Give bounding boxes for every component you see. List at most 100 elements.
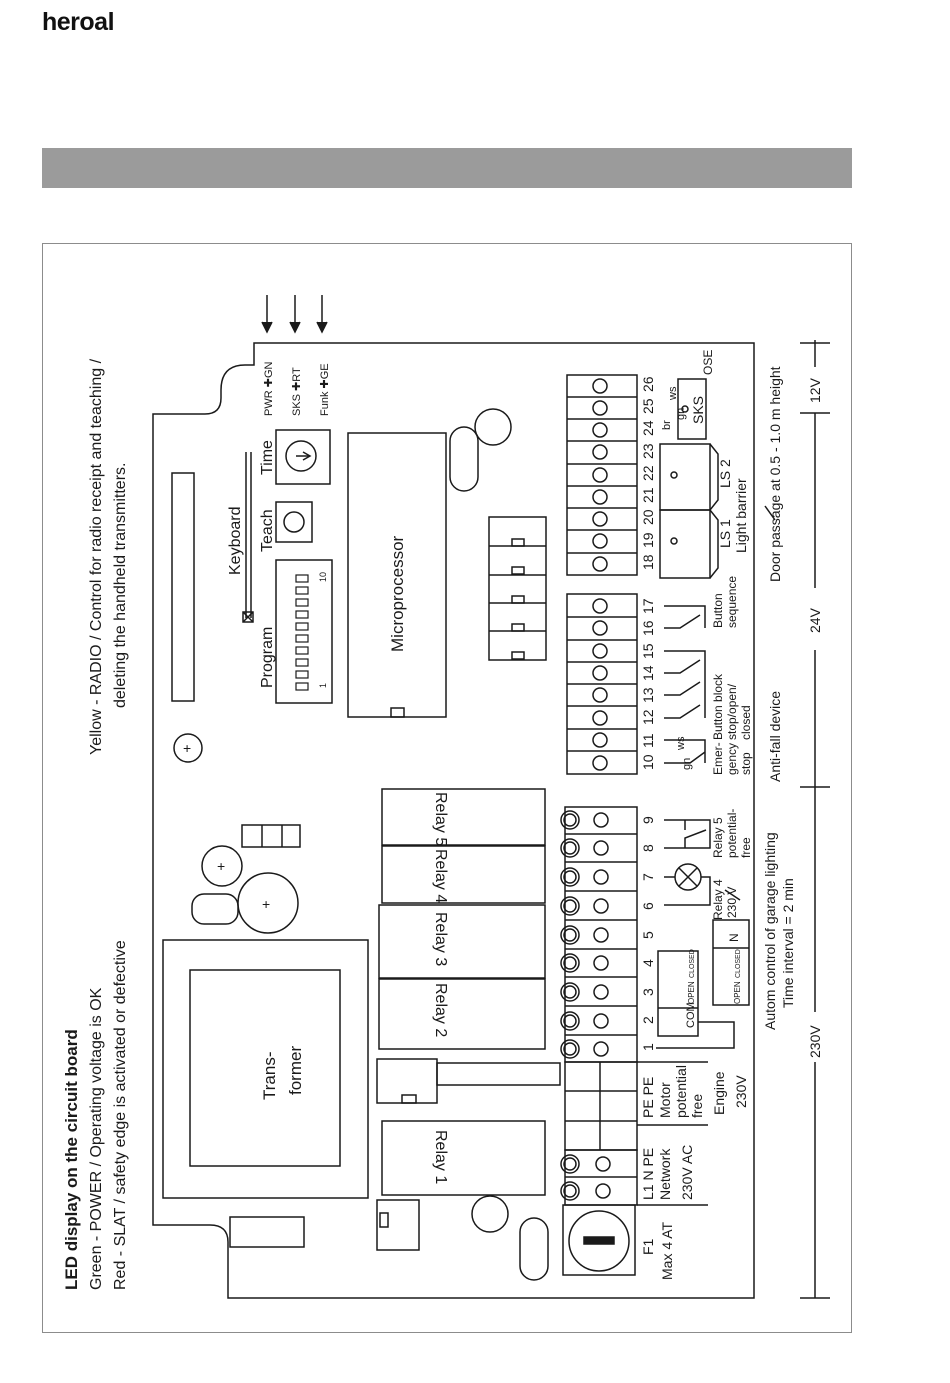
gn-label-2: gn <box>675 408 687 420</box>
dip-label-1: 1 <box>318 683 328 688</box>
relay-4-label: Relay 4 <box>432 849 449 903</box>
svg-text:23: 23 <box>640 443 656 459</box>
svg-text:14: 14 <box>640 665 656 681</box>
dip-label-10: 10 <box>318 572 328 582</box>
microprocessor-label: Microprocessor <box>388 535 407 652</box>
voltage-12v: 12V <box>807 377 823 403</box>
function-labels: Relay 4 230 V Relay 5 potential- free Em… <box>661 350 823 1058</box>
ws-label-2: ws <box>667 386 679 401</box>
board-labels: Keyboard Program Teach Time 1 10 Micropr… <box>227 361 407 1100</box>
sequence-label-1: Button <box>711 593 725 628</box>
led-funk-label: Funk ✚GE <box>319 363 331 416</box>
svg-text:11: 11 <box>640 733 656 748</box>
gn-label-1: gn <box>681 758 693 770</box>
led-legend: LED display on the circuit board Green -… <box>62 358 129 1290</box>
relay-1-box <box>381 1120 546 1196</box>
svg-text:2: 2 <box>640 1016 656 1024</box>
svg-text:22: 22 <box>640 465 656 481</box>
svg-text:18: 18 <box>640 554 656 570</box>
terminal-block-1-9 <box>564 806 638 1063</box>
motor-terminals: PE PE <box>640 1077 656 1118</box>
autom-label-2: Time interval = 2 min <box>780 878 796 1008</box>
motor-label-2: potential <box>673 1065 689 1118</box>
relay-1-label: Relay 1 <box>432 1130 449 1184</box>
svg-text:6: 6 <box>640 902 656 910</box>
svg-text:21: 21 <box>640 487 656 503</box>
ls1-label: LS 1 <box>717 519 733 548</box>
f1-rating: Max 4 AT <box>659 1221 675 1280</box>
transformer-inner <box>189 969 341 1167</box>
door-passage-label: Door passage at 0.5 - 1.0 m height <box>767 366 783 582</box>
svg-text:16: 16 <box>640 620 656 636</box>
motor-label-3: free <box>689 1094 705 1118</box>
ls2-label: LS 2 <box>717 459 733 488</box>
open-label-2: OPEN <box>733 981 742 1004</box>
svg-text:17: 17 <box>640 598 656 614</box>
terminal-block-18-26 <box>566 374 638 576</box>
svg-text:20: 20 <box>640 509 656 525</box>
transformer-label-2: former <box>286 1046 305 1095</box>
transformer-outer <box>162 939 369 1199</box>
led-yellow-1: Yellow - RADIO / Control for radio recei… <box>88 358 105 755</box>
emergency-label-3: stop <box>739 752 753 775</box>
svg-text:25: 25 <box>640 398 656 414</box>
led-sks-label: SKS ✚RT <box>291 367 303 416</box>
relay-2-label: Relay 2 <box>432 983 449 1037</box>
relay-2-box <box>378 978 546 1050</box>
plus-markers: + + + <box>183 740 270 912</box>
block-label-1: Button block <box>711 673 725 740</box>
brand-logo: heroal <box>42 8 115 36</box>
relay-4-box <box>381 845 546 904</box>
keyboard-marker <box>242 611 254 623</box>
svg-text:15: 15 <box>640 643 656 659</box>
svg-text:8: 8 <box>640 844 656 852</box>
relay5-label-1: Relay 5 <box>711 817 725 858</box>
anti-fall-label: Anti-fall device <box>767 691 783 782</box>
svg-text:+: + <box>183 740 191 756</box>
sks-symbol <box>677 378 707 440</box>
teach-button <box>275 501 313 543</box>
led-pwr-label: PWR ✚GN <box>263 361 275 416</box>
voltage-230v: 230V <box>807 1025 823 1058</box>
relay4-label-2: 230 V <box>725 887 739 918</box>
br-label: br <box>661 420 673 430</box>
block-label-2: stop/open/ <box>725 683 739 740</box>
led-yellow-2: deleting the handheld transmitters. <box>112 463 129 708</box>
ls1-symbol <box>659 509 711 579</box>
engine-label-1: Engine <box>711 1071 727 1115</box>
svg-text:12: 12 <box>640 709 656 725</box>
network-voltage: 230V AC <box>679 1145 695 1200</box>
light-barrier-label: Light barrier <box>733 478 749 553</box>
time-label: Time <box>259 440 276 475</box>
relay4-label-1: Relay 4 <box>711 879 725 920</box>
led-red: Red - SLAT / safety edge is activated or… <box>112 940 129 1290</box>
n-label: N <box>727 933 741 942</box>
board-outline <box>152 342 755 1299</box>
diagram-frame <box>42 243 852 1333</box>
svg-text:26: 26 <box>640 376 656 392</box>
ws-label-1: ws <box>675 736 687 751</box>
closed-label-2: CLOSED <box>735 949 742 978</box>
voltage-24v: 24V <box>807 607 823 633</box>
block-label-3: closed <box>739 705 753 740</box>
emergency-label-2: gency <box>725 743 739 775</box>
terminal-block-motor <box>564 1061 638 1151</box>
svg-text:+: + <box>262 896 270 912</box>
svg-text:13: 13 <box>640 687 656 703</box>
open-label-1: OPEN <box>687 981 696 1004</box>
relay5-label-3: free <box>739 837 753 858</box>
network-label: Network <box>657 1148 673 1200</box>
time-potentiometer <box>275 429 331 485</box>
dip-switch <box>275 559 333 704</box>
closed-label-1: CLOSED <box>689 949 696 978</box>
network-terminals: L1 N PE <box>640 1148 656 1200</box>
relay-5-box <box>381 788 546 846</box>
svg-text:7: 7 <box>640 873 656 881</box>
transformer-label-1: Trans- <box>260 1052 279 1101</box>
relay-3-label: Relay 3 <box>432 912 449 966</box>
led-heading: LED display on the circuit board <box>62 1029 81 1290</box>
sks-label: SKS <box>690 396 706 424</box>
led-green: Green - POWER / Operating voltage is OK <box>88 987 105 1290</box>
svg-text:4: 4 <box>640 959 656 967</box>
program-label: Program <box>259 627 276 688</box>
